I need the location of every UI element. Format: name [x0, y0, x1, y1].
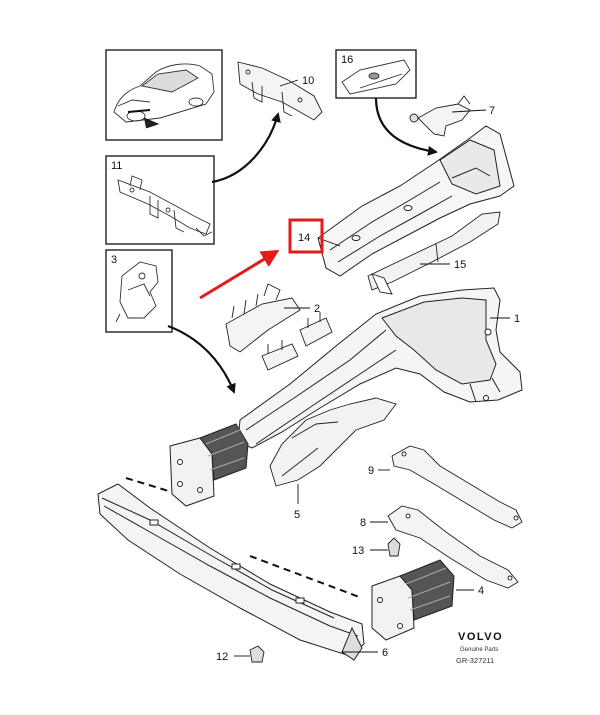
bracket-illustration-11	[117, 175, 213, 237]
arrow-11-to-10	[211, 112, 281, 184]
callout-6: 6	[382, 647, 388, 659]
callout-14: 14	[298, 232, 310, 244]
crash-box-upper	[169, 423, 249, 507]
callout-15: 15	[454, 259, 466, 271]
part-10	[237, 61, 323, 121]
inset-part-16	[335, 49, 417, 99]
guide-lines	[125, 477, 363, 599]
inset-part-11	[105, 155, 215, 245]
red-pointer-arrow	[199, 249, 280, 300]
car-illustration	[113, 63, 215, 129]
bolt-12	[249, 645, 265, 663]
callout-labels: 10 7 16 11 3 14 15 1 2 5 9 8 13 4 6 12	[111, 54, 520, 663]
bolt-13	[387, 537, 401, 557]
arrow-3-to-frame	[167, 324, 236, 394]
highlight-box-14	[288, 218, 324, 254]
callout-5: 5	[294, 509, 300, 521]
callout-8: 8	[360, 517, 366, 529]
inset-part-3	[105, 249, 173, 333]
volvo-logo-text: VOLVO	[458, 631, 503, 643]
bracket-illustration-3	[115, 261, 159, 323]
callout-2: 2	[314, 303, 320, 315]
part-8	[387, 505, 519, 589]
callout-16: 16	[341, 54, 353, 66]
callout-7: 7	[489, 105, 495, 117]
callout-10: 10	[302, 75, 314, 87]
callout-13: 13	[352, 545, 364, 557]
part-14-upper-rail	[317, 125, 515, 277]
arrow-16-to-rail	[374, 97, 438, 156]
part-15-lower-rail	[367, 211, 501, 295]
inset-car	[105, 49, 223, 141]
callout-4: 4	[478, 585, 484, 597]
part-2	[225, 283, 333, 371]
brand-tagline: Genuine Parts	[460, 647, 498, 653]
inset-arrows	[167, 97, 438, 394]
plate-illustration-16	[341, 59, 411, 95]
callout-1: 1	[514, 313, 520, 325]
callout-11: 11	[111, 160, 122, 172]
callout-3: 3	[111, 254, 117, 266]
part-1-main-frame	[237, 287, 523, 449]
part-6-bumper-beam	[97, 483, 365, 661]
part-4-crash-box	[371, 559, 455, 641]
diagram-reference: GR-327211	[456, 656, 494, 665]
callout-9: 9	[368, 465, 374, 477]
callout-12: 12	[216, 651, 228, 663]
part-5	[269, 397, 397, 487]
part-9	[391, 445, 523, 529]
brand-block: VOLVO Genuine Parts GR-327211	[456, 631, 503, 665]
part-7	[409, 95, 471, 137]
